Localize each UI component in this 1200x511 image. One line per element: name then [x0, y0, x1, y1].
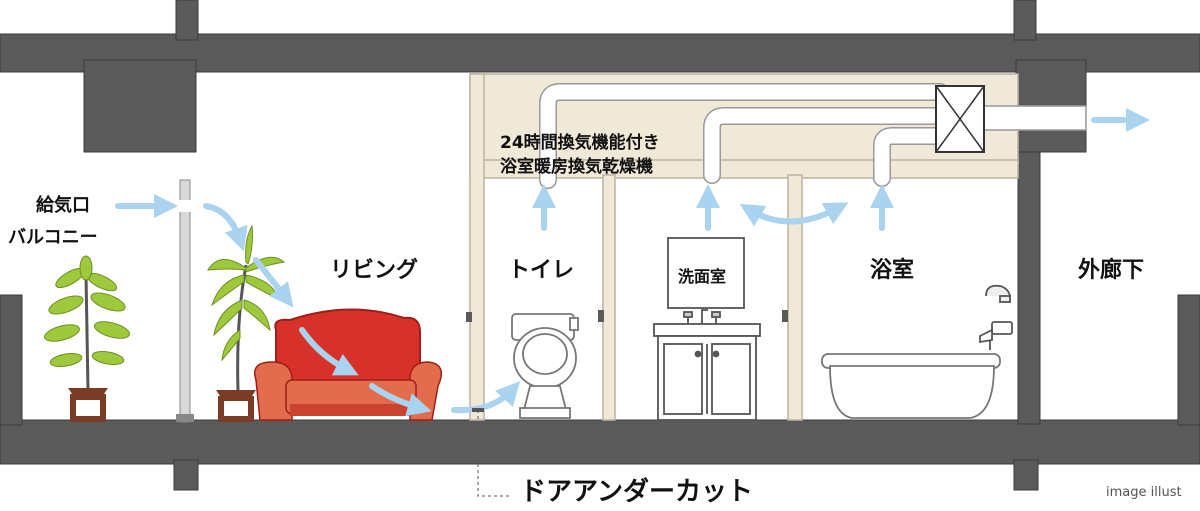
toilet-room-label: トイレ	[508, 258, 575, 283]
supply-inlet-label: 給気口	[36, 195, 90, 216]
duct-icon	[539, 83, 1087, 189]
structure	[0, 0, 1200, 491]
airflow-arrow-icon	[115, 108, 1150, 417]
floor-slab	[0, 419, 1200, 465]
bathroom-label: 浴室	[870, 258, 915, 283]
ceiling-beam-left	[83, 59, 197, 153]
fan-unit-icon	[935, 85, 985, 153]
right-wall	[1177, 294, 1200, 426]
exterior-wall	[1017, 151, 1041, 425]
door-undercut-label: ドアアンダーカット	[520, 477, 753, 507]
door-gap	[472, 408, 484, 412]
washroom-label: 洗面室	[678, 267, 727, 286]
lower-column-right	[1013, 459, 1039, 491]
upper-column-left	[175, 0, 199, 41]
left-wall	[0, 294, 23, 426]
partition-details	[466, 310, 788, 322]
door-undercut-leader	[477, 410, 512, 497]
washroom-bath-wall	[787, 174, 803, 421]
balcony-window-frame	[170, 179, 200, 423]
outdoor-corridor-label: 外廊下	[1078, 258, 1145, 283]
airflow-arrow-icon	[739, 202, 849, 227]
balcony-label: バルコニー	[8, 227, 98, 248]
upper-column-right	[1013, 0, 1037, 41]
plant-icon	[44, 255, 130, 422]
toilet-washroom-wall	[602, 174, 616, 421]
toilet-icon	[511, 313, 579, 419]
sofa-icon	[254, 308, 443, 421]
living-room-label: リビング	[330, 258, 419, 283]
image-note: image illust	[1106, 485, 1182, 500]
lower-column-left	[173, 459, 199, 491]
ceiling-slab	[0, 33, 1200, 73]
bathtub-icon	[821, 353, 1001, 419]
sink-icon	[653, 237, 761, 421]
fan-label-line1: 24時間換気機能付き	[500, 133, 660, 153]
faucet-icon	[979, 284, 1013, 350]
toilet-left-wall	[469, 73, 485, 421]
fan-label-line2: 浴室暖房換気乾燥機	[500, 157, 653, 177]
